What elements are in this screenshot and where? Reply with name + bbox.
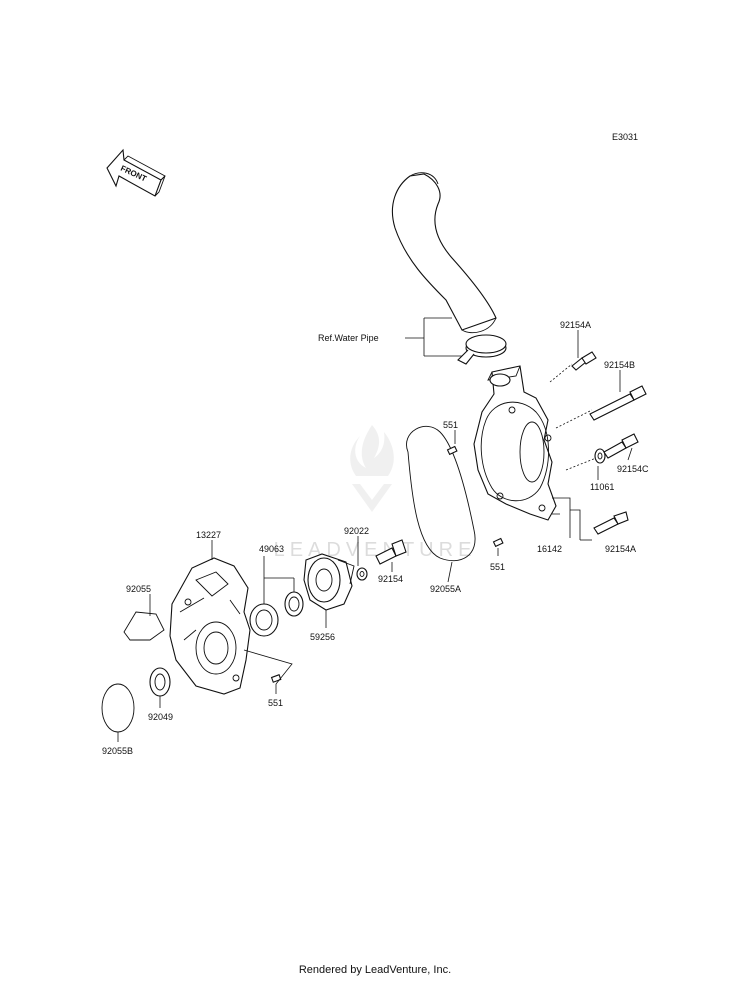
callout-11061: 11061 xyxy=(590,482,614,492)
bolt-92154B xyxy=(555,385,647,429)
pump-cover-13227 xyxy=(169,557,251,695)
callout-92154: 92154 xyxy=(378,574,403,584)
callout-16142: 16142 xyxy=(537,544,562,554)
bolt-92154C xyxy=(603,433,639,459)
callout-13227: 13227 xyxy=(196,530,221,540)
o-ring-92055B xyxy=(101,683,135,733)
callout-92055: 92055 xyxy=(126,584,151,594)
o-ring-92055A xyxy=(406,426,476,562)
callout-551-bottom: 551 xyxy=(268,698,283,708)
impeller-59256 xyxy=(303,553,355,611)
washer-92022 xyxy=(356,567,368,581)
o-ring-92055 xyxy=(123,611,165,641)
dowel-pin-551-bottom xyxy=(270,674,282,683)
bolt-92154 xyxy=(375,539,407,565)
watermark-logo xyxy=(350,425,394,512)
pump-housing xyxy=(473,365,557,521)
callout-92055A: 92055A xyxy=(430,584,461,594)
callout-92154C: 92154C xyxy=(617,464,649,474)
bolt-92154A-bottom xyxy=(593,511,629,535)
callout-92154A-bottom: 92154A xyxy=(605,544,636,554)
footer-credit: Rendered by LeadVenture, Inc. xyxy=(298,964,452,976)
callout-92022: 92022 xyxy=(344,526,369,536)
bolt-92154A-top xyxy=(549,351,597,383)
callout-551-top: 551 xyxy=(443,420,458,430)
dowel-pin-551-right xyxy=(492,537,504,548)
hose-clamp xyxy=(457,334,507,365)
callout-92154A-top: 92154A xyxy=(560,320,591,330)
front-arrow-icon xyxy=(106,148,166,197)
callout-92055B: 92055B xyxy=(102,746,133,756)
watermark-text: LEADVENTURE xyxy=(274,539,477,561)
washer-11061 xyxy=(565,448,606,471)
callout-59256: 59256 xyxy=(310,632,335,642)
water-pipe xyxy=(391,172,497,334)
seal-49063 xyxy=(249,591,304,637)
ref-bracket xyxy=(405,317,462,357)
callout-92049: 92049 xyxy=(148,712,173,722)
leader-lines xyxy=(117,330,633,742)
callout-49063: 49063 xyxy=(259,544,284,554)
callout-551-right: 551 xyxy=(490,562,505,572)
ref-water-pipe-label: Ref.Water Pipe xyxy=(318,333,379,343)
dowel-pin-551-top xyxy=(446,445,458,456)
diagram-code: E3031 xyxy=(612,132,638,142)
callout-92154B: 92154B xyxy=(604,360,635,370)
oil-seal-92049 xyxy=(149,667,171,697)
